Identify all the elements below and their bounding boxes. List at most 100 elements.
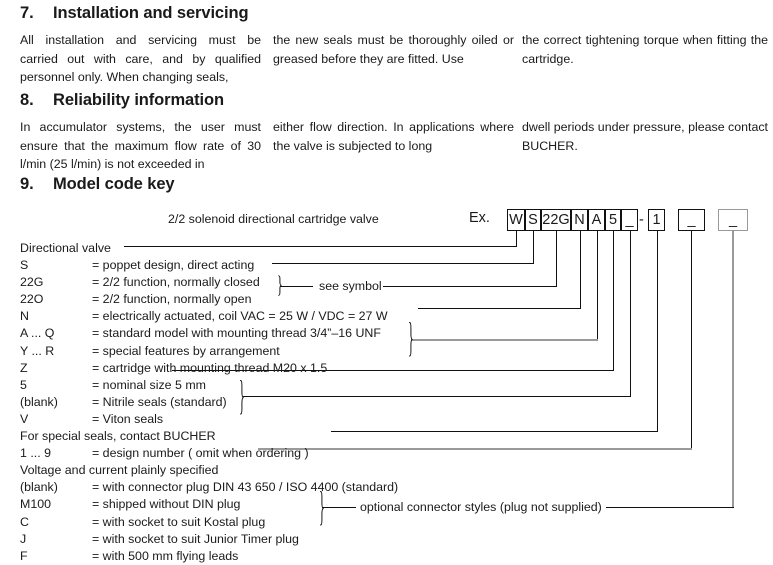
- section-8-column-1: In accumulator systems, the user must en…: [20, 120, 261, 171]
- legend-row-a-q: A ... Q = standard model with mounting th…: [20, 325, 398, 342]
- code-box-5[interactable]: 5: [605, 209, 621, 231]
- legend-row-5: 5 = nominal size 5 mm: [20, 377, 398, 394]
- legend-desc: = Viton seals: [92, 411, 164, 426]
- code-box-voltage[interactable]: _: [678, 209, 705, 231]
- code-box-22g[interactable]: 22G: [541, 209, 571, 231]
- section-7-column-2: the new seals must be thoroughly oiled o…: [273, 33, 514, 66]
- leader-v-seals: [630, 231, 631, 397]
- leader-h-seals: [243, 396, 631, 397]
- legend-code: V: [20, 411, 29, 426]
- section-7-column-3: the correct tightening torque when fitti…: [522, 33, 768, 66]
- legend-row-v: V = Viton seals: [20, 411, 398, 428]
- legend-code: 1 ... 9: [20, 446, 51, 461]
- legend-row-blank-din: (blank) = with connector plug DIN 43 650 …: [20, 479, 398, 496]
- legend-row-special-seals: For special seals, contact BUCHER: [20, 428, 398, 445]
- leader-h-see-symbol-right: [383, 286, 557, 287]
- legend-code: Y ... R: [20, 343, 55, 358]
- section-7-column-1: All installation and servicing must be c…: [20, 33, 261, 84]
- leader-h-poppet: [272, 263, 534, 264]
- example-label: Ex.: [469, 210, 490, 226]
- see-symbol-label: see symbol: [315, 279, 386, 293]
- code-box-w[interactable]: W: [507, 209, 525, 231]
- legend-desc: = design number ( omit when ordering ): [92, 446, 309, 461]
- legend-row-c: C = with socket to suit Kostal plug: [20, 514, 398, 531]
- leader-h-connector-brace: [322, 507, 355, 508]
- legend-code: A ... Q: [20, 326, 55, 341]
- legend-row-design-number: 1 ... 9 = design number ( omit when order…: [20, 445, 398, 462]
- section-number-7: 7.: [20, 4, 34, 22]
- legend-row-m100: M100= shipped without DIN plug: [20, 496, 398, 513]
- legend-code: N: [20, 309, 29, 324]
- brace-seals: }: [239, 371, 245, 420]
- legend-code: S: [20, 258, 29, 273]
- legend-desc: = with socket to suit Kostal plug: [92, 514, 266, 529]
- leader-h-electrical: [418, 308, 581, 309]
- brace-optional-connector: }: [319, 482, 325, 531]
- leader-v-directional-valve: [516, 231, 517, 246]
- legend-row-voltage-current: Voltage and current plainly specified: [20, 462, 398, 479]
- legend-full-label: For special seals, contact BUCHER: [20, 429, 216, 444]
- section-heading-7: 7. Installation and servicing: [20, 4, 249, 23]
- code-separator-dash: -: [639, 212, 644, 228]
- section-heading-9: 9. Model code key: [20, 175, 175, 194]
- section-title-7: Installation and servicing: [53, 4, 249, 22]
- leader-v-design-number: [657, 231, 658, 432]
- legend-code: M100: [20, 497, 51, 512]
- leader-v-electrical: [580, 231, 581, 308]
- code-box-n[interactable]: N: [571, 209, 588, 231]
- legend-desc: = electrically actuated, coil VAC = 25 W…: [92, 309, 388, 324]
- legend-code: 5: [20, 377, 27, 392]
- legend-code: C: [20, 514, 29, 529]
- code-box-seal[interactable]: _: [621, 209, 638, 231]
- legend-row-j: J= with socket to suit Junior Timer plug: [20, 531, 398, 548]
- legend-desc: = Nitrile seals (standard): [92, 394, 227, 409]
- legend-code: 22O: [20, 292, 44, 307]
- legend-desc: = with connector plug DIN 43 650 / ISO 4…: [92, 480, 399, 495]
- leader-h-design-number: [331, 431, 658, 432]
- legend-row-z: Z= cartridge with mounting thread M20 x …: [20, 360, 398, 377]
- section-number-8: 8.: [20, 91, 34, 109]
- legend-desc: = 2/2 function, normally open: [92, 292, 252, 307]
- section-number-9: 9.: [20, 175, 34, 193]
- legend-full-label: Directional valve: [20, 241, 111, 255]
- leader-v-nominal-size: [613, 231, 614, 370]
- code-box-connector[interactable]: _: [718, 209, 748, 231]
- model-code-legend: Directional valve S = poppet design, dire…: [20, 240, 398, 565]
- legend-row-n: N = electrically actuated, coil VAC = 25 …: [20, 308, 398, 325]
- code-box-s[interactable]: S: [525, 209, 541, 231]
- section-title-9: Model code key: [53, 175, 175, 193]
- section-8-column-2: either flow direction. In applications w…: [273, 120, 514, 153]
- leader-v-poppet: [533, 231, 534, 263]
- document-page: 7. Installation and servicing All install…: [20, 4, 768, 563]
- brace-model-thread: }: [408, 313, 414, 362]
- legend-row-f: F = with 500 mm flying leads: [20, 548, 398, 565]
- brace-see-symbol: }: [277, 269, 283, 299]
- legend-desc: = 2/2 function, normally closed: [92, 275, 260, 290]
- leader-h-voltage: [258, 448, 692, 450]
- legend-desc: = standard model with mounting thread 3/…: [92, 326, 381, 341]
- legend-row-blank-nitrile: (blank) = Nitrile seals (standard): [20, 394, 398, 411]
- legend-desc: = cartridge with mounting thread M20 x 1…: [92, 360, 328, 375]
- legend-desc: = nominal size 5 mm: [92, 377, 206, 392]
- legend-desc: = with 500 mm flying leads: [92, 548, 239, 563]
- leader-h-directional-valve: [124, 246, 517, 247]
- legend-row-directional-valve: Directional valve: [20, 240, 398, 257]
- leader-h-nominal-size: [172, 370, 614, 371]
- legend-code: 22G: [20, 275, 44, 290]
- leader-v-voltage: [691, 231, 692, 449]
- legend-code: J: [20, 531, 27, 546]
- legend-row-22o: 22O = 2/2 function, normally open: [20, 291, 398, 308]
- legend-code: (blank): [20, 394, 58, 409]
- code-box-design[interactable]: 1: [648, 209, 665, 231]
- section-8-column-3: dwell periods under pressure, please con…: [522, 120, 768, 153]
- code-box-a[interactable]: A: [588, 209, 605, 231]
- legend-code: F: [20, 548, 28, 563]
- legend-row-s: S = poppet design, direct acting: [20, 257, 398, 274]
- legend-row-y-r: Y ... R= special features by arrangement: [20, 343, 398, 360]
- legend-code: (blank): [20, 480, 58, 495]
- valve-description: 2/2 solenoid directional cartridge valve: [168, 212, 379, 226]
- legend-desc: = poppet design, direct acting: [92, 258, 255, 273]
- section-heading-8: 8.Reliability information: [20, 91, 224, 110]
- leader-h-see-symbol-left: [280, 286, 313, 287]
- leader-v-see-symbol: [556, 231, 557, 286]
